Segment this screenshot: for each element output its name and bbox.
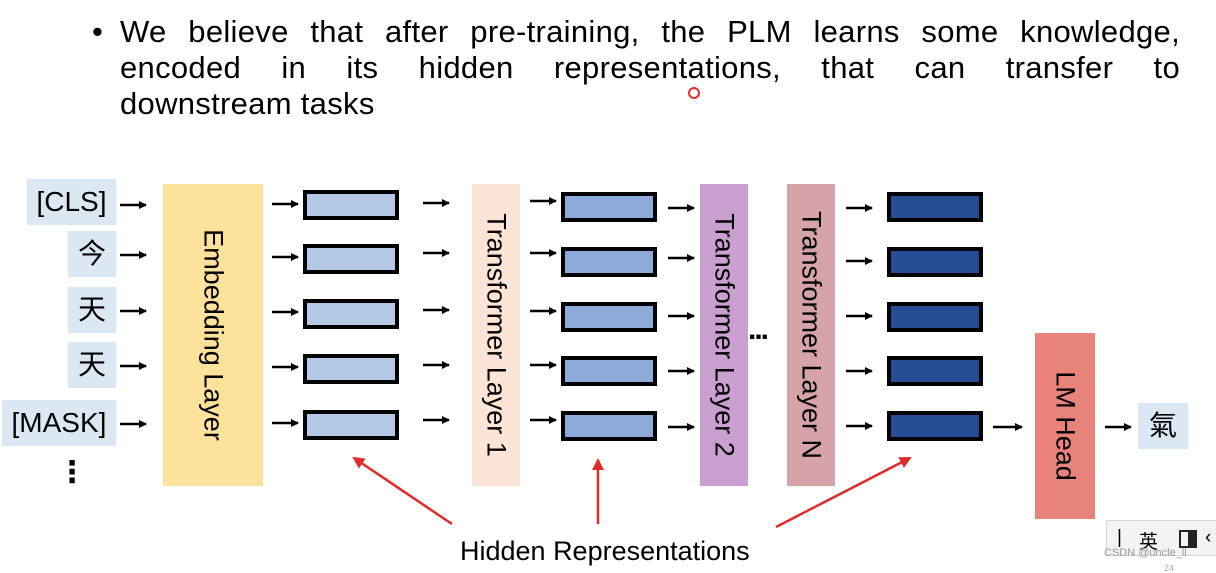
hidden-vector-embed-1 xyxy=(303,190,399,220)
ime-toolbar[interactable]: | 英 ‹ xyxy=(1106,520,1216,556)
output-token: 氣 xyxy=(1138,403,1188,449)
embedding-layer: Embedding Layer xyxy=(163,184,263,486)
hidden-vector-ln-1 xyxy=(887,192,983,222)
hidden-vector-embed-3 xyxy=(303,299,399,329)
token-mask: [MASK] xyxy=(2,400,116,446)
hidden-vector-embed-5 xyxy=(303,410,399,440)
flow-arrows xyxy=(120,197,1132,431)
hidden-vector-l1-2 xyxy=(561,247,657,277)
bullet-line-1: We believe that after pre-training, the … xyxy=(120,14,1180,49)
red-arrows xyxy=(352,456,912,529)
hidden-vector-ln-4 xyxy=(887,356,983,386)
hidden-representations-caption: Hidden Representations xyxy=(460,536,750,566)
hidden-vector-ln-2 xyxy=(887,247,983,277)
token-tian-1: 天 xyxy=(68,287,116,333)
hidden-vector-ln-5 xyxy=(887,411,983,441)
hidden-vector-l1-3 xyxy=(561,302,657,332)
bullet-marker: • xyxy=(92,14,104,49)
red-arrow-embed xyxy=(352,456,453,526)
page-number: 24 xyxy=(1164,563,1175,573)
middle-ellipsis: ... xyxy=(748,313,769,346)
watermark: CSDN @uncle_ll xyxy=(1104,547,1187,559)
hidden-vector-ln-3 xyxy=(887,302,983,332)
transformer-layer-2: Transformer Layer 2 xyxy=(700,184,748,486)
red-arrow-ln xyxy=(775,456,912,529)
hidden-vector-l1-4 xyxy=(561,356,657,386)
bullet-text: We believe that after pre-training, the … xyxy=(120,14,1180,122)
laser-pointer-icon xyxy=(688,87,700,99)
ime-separator: | xyxy=(1117,527,1122,548)
transformer-layer-1: Transformer Layer 1 xyxy=(472,184,520,486)
ime-language-toggle[interactable]: 英 xyxy=(1139,532,1159,553)
hidden-vector-embed-2 xyxy=(303,244,399,274)
token-cls: [CLS] xyxy=(27,179,116,225)
token-jin: 今 xyxy=(68,231,116,277)
hidden-vector-l1-5 xyxy=(561,411,657,441)
transformer-layer-n: Transformer Layer N xyxy=(787,184,835,486)
hidden-vector-embed-4 xyxy=(303,354,399,384)
hidden-vector-l1-1 xyxy=(561,192,657,222)
lm-head: LM Head xyxy=(1035,333,1095,519)
token-tian-2: 天 xyxy=(68,342,116,388)
half-width-icon[interactable] xyxy=(1179,530,1197,548)
bullet-line-2: encoded in its hidden representations, t… xyxy=(120,50,1180,85)
bullet-line-3: downstream tasks xyxy=(120,86,375,121)
ime-more-icon[interactable]: ‹ xyxy=(1205,527,1212,548)
